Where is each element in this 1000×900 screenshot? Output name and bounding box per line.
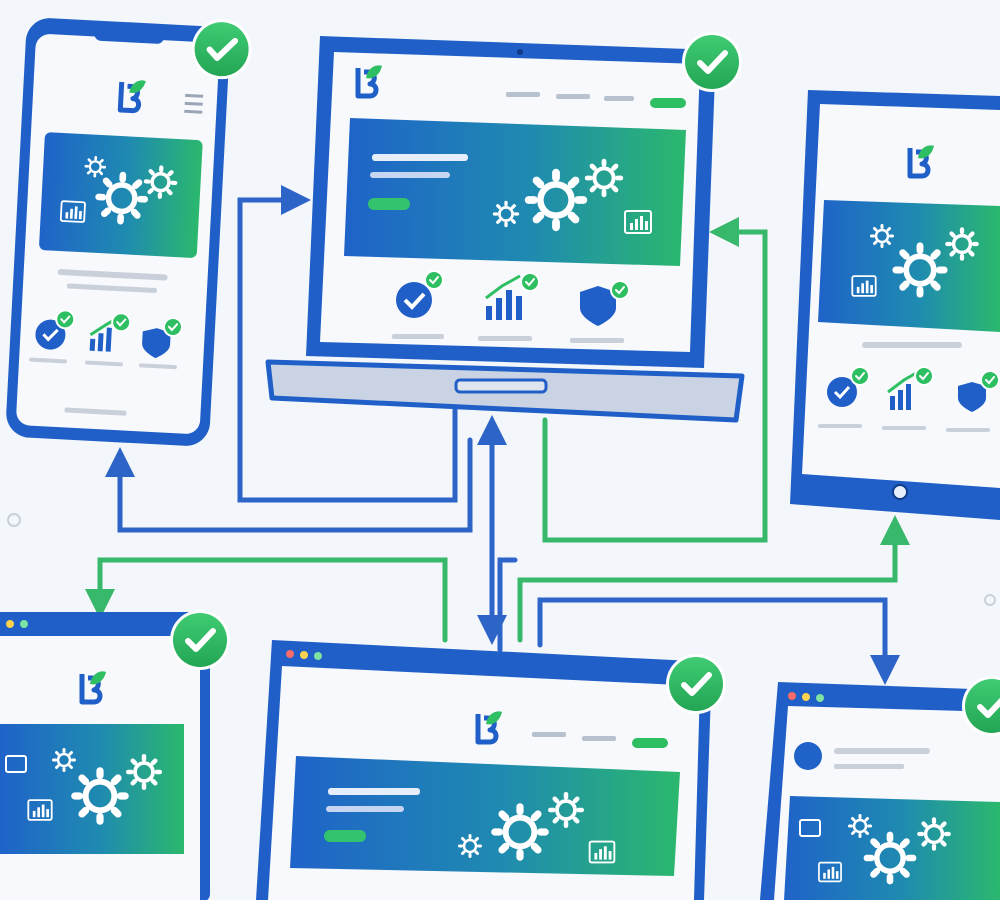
- sync-connectors: [85, 185, 910, 685]
- browser-window-right: [760, 676, 1000, 900]
- laptop-feature-row: [392, 270, 630, 343]
- verified-check-icon: [170, 610, 230, 670]
- arrow-green-to-tablet: [517, 515, 910, 643]
- laptop-device: [265, 32, 742, 423]
- phone-device: [6, 9, 253, 446]
- center-window-hero-banner: [290, 756, 680, 876]
- laptop-hero-banner: [344, 118, 686, 266]
- verified-check-icon: [666, 654, 726, 714]
- browser-window-left: [0, 610, 230, 900]
- phone-feature-row: [29, 308, 184, 370]
- tablet-feature-row: [818, 366, 1000, 432]
- arrow-green-right-up: [542, 217, 768, 543]
- arrow-blue-return: [497, 557, 518, 653]
- arrow-left-loop: [237, 185, 458, 503]
- left-window-hero-banner: [0, 724, 184, 854]
- tablet-device: [790, 90, 1000, 520]
- verified-check-icon: [682, 32, 742, 92]
- phone-hero-banner: [39, 132, 203, 258]
- arrow-green-left: [85, 557, 448, 643]
- right-window-hero-banner: [784, 796, 1000, 900]
- browser-window-center: [256, 640, 726, 900]
- arrow-laptop-to-phone: [105, 437, 473, 533]
- arrow-blue-to-window: [537, 597, 900, 685]
